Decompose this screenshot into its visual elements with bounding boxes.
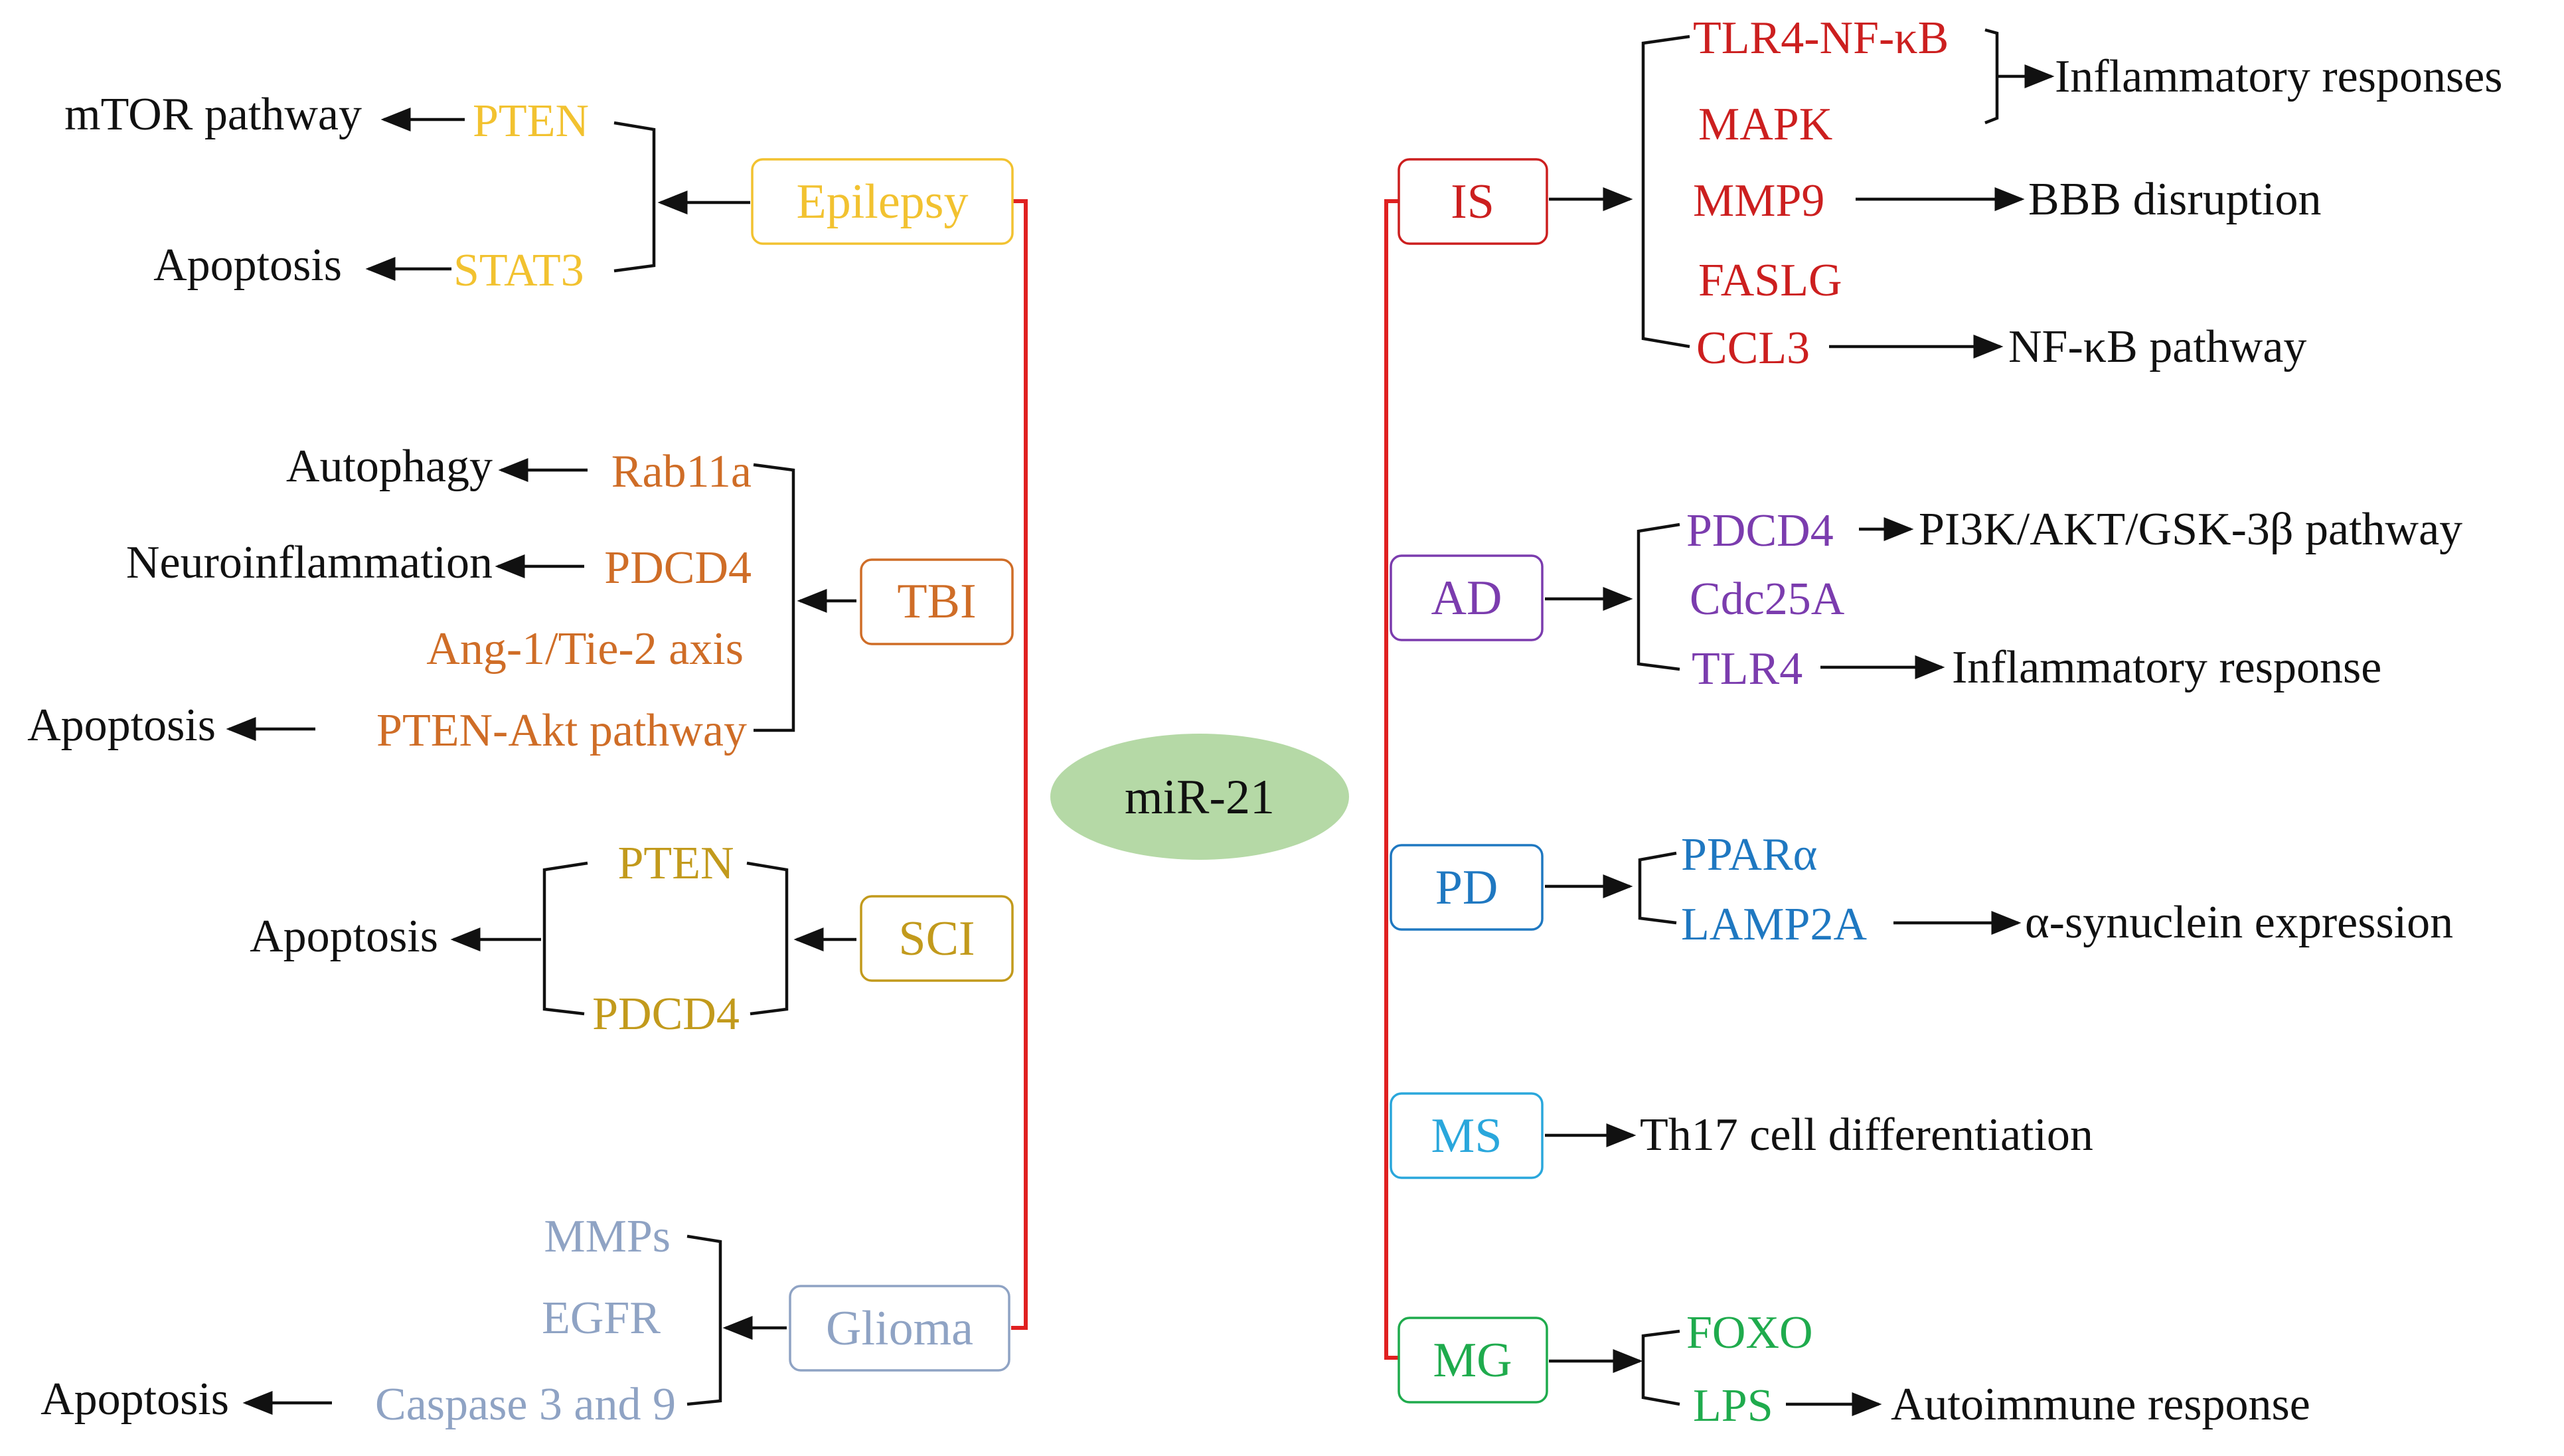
tbi-label: TBI — [897, 574, 976, 629]
outcome-tbi-apoptosis: Apoptosis — [27, 700, 216, 751]
target-ad-cdc25a: Cdc25A — [1690, 574, 1845, 625]
glioma-label: Glioma — [826, 1301, 973, 1356]
outcome-ad-inflammatory: Inflammatory response — [1952, 642, 2381, 693]
target-labels: PTEN STAT3 Rab11a PDCD4 Ang-1/Tie-2 axis… — [375, 13, 1949, 1431]
pd-label: PD — [1435, 860, 1498, 915]
target-epilepsy-pten: PTEN — [473, 96, 589, 147]
glioma-bracket — [686, 1234, 722, 1406]
target-is-mmp9: MMP9 — [1693, 175, 1824, 226]
is-label: IS — [1451, 175, 1494, 229]
disease-boxes — [751, 158, 1548, 1404]
target-ad-pdcd4: PDCD4 — [1686, 505, 1834, 556]
sci-bracket-right — [746, 861, 789, 1016]
target-mg-lps: LPS — [1693, 1380, 1773, 1431]
target-mg-foxo: FOXO — [1686, 1307, 1813, 1358]
outcome-epilepsy-apoptosis: Apoptosis — [153, 240, 342, 291]
is-box — [1398, 158, 1548, 245]
epilepsy-box — [751, 158, 1014, 245]
target-sci-pdcd4: PDCD4 — [592, 989, 740, 1040]
target-is-mapk: MAPK — [1698, 99, 1832, 150]
target-tbi-ptenakt: PTEN-Akt pathway — [376, 705, 747, 756]
epilepsy-label: Epilepsy — [797, 175, 969, 229]
target-tbi-ang1: Ang-1/Tie-2 axis — [426, 623, 744, 675]
mg-box — [1398, 1317, 1548, 1404]
outcome-epilepsy-mtor: mTOR pathway — [64, 89, 362, 140]
target-tbi-rab11a: Rab11a — [611, 446, 752, 497]
disease-labels: Epilepsy TBI SCI Glioma IS AD PD MS MG — [797, 175, 1512, 1388]
center-node: miR-21 — [1050, 734, 1349, 860]
pd-bracket — [1638, 851, 1677, 925]
outcome-mg-autoimmune: Autoimmune response — [1891, 1379, 2310, 1430]
outcome-ad-pi3k: PI3K/AKT/GSK-3β pathway — [1919, 504, 2462, 555]
outcome-is-nfkb: NF-κB pathway — [2008, 321, 2306, 372]
target-sci-pten: PTEN — [618, 838, 734, 889]
outcome-is-inflammatory: Inflammatory responses — [2055, 51, 2503, 102]
outcome-sci-apoptosis: Apoptosis — [250, 911, 438, 962]
ad-box — [1390, 554, 1544, 641]
target-pd-lamp2a: LAMP2A — [1681, 899, 1867, 950]
center-label: miR-21 — [1125, 770, 1275, 825]
left-spine — [999, 199, 1028, 1330]
target-is-faslg: FASLG — [1698, 255, 1842, 306]
tbi-bracket — [753, 463, 795, 732]
black-connectors — [226, 28, 2055, 1416]
target-ad-tlr4: TLR4 — [1692, 643, 1803, 694]
pd-box — [1390, 844, 1544, 931]
outcome-ms-th17: Th17 cell differentiation — [1640, 1109, 2093, 1161]
outcome-labels: mTOR pathway Apoptosis Autophagy Neuroin… — [27, 51, 2502, 1430]
target-is-ccl3: CCL3 — [1696, 323, 1810, 374]
outcome-glioma-apoptosis: Apoptosis — [40, 1374, 229, 1425]
mg-label: MG — [1433, 1333, 1512, 1388]
outcome-tbi-neuroinflammation: Neuroinflammation — [126, 537, 493, 588]
target-glioma-egfr: EGFR — [542, 1293, 661, 1344]
epilepsy-bracket — [613, 121, 656, 273]
target-glioma-caspase: Caspase 3 and 9 — [375, 1379, 676, 1430]
target-pd-ppara: PPARα — [1681, 829, 1817, 880]
outcome-is-bbb: BBB disruption — [2028, 174, 2321, 225]
target-glioma-mmps: MMPs — [544, 1211, 671, 1262]
tbi-box — [860, 558, 1014, 645]
ms-box — [1390, 1092, 1544, 1179]
outcome-pd-synuclein: α-synuclein expression — [2025, 897, 2453, 948]
glioma-box — [789, 1285, 1010, 1372]
sci-box — [860, 895, 1014, 982]
target-epilepsy-stat3: STAT3 — [453, 245, 584, 296]
is-bracket — [1641, 35, 1690, 349]
target-is-tlr4nfkb: TLR4-NF-κB — [1693, 13, 1949, 64]
tlr4-mapk-bracket — [1984, 28, 1999, 125]
right-spine — [1384, 199, 1399, 1360]
target-tbi-pdcd4: PDCD4 — [604, 542, 752, 594]
sci-bracket-left — [542, 861, 588, 1016]
ad-label: AD — [1431, 571, 1502, 625]
center-ellipse — [1050, 734, 1349, 860]
mg-bracket — [1641, 1329, 1680, 1406]
ms-label: MS — [1431, 1109, 1502, 1163]
outcome-tbi-autophagy: Autophagy — [286, 441, 493, 492]
sci-label: SCI — [898, 912, 975, 966]
ad-bracket — [1637, 523, 1680, 671]
